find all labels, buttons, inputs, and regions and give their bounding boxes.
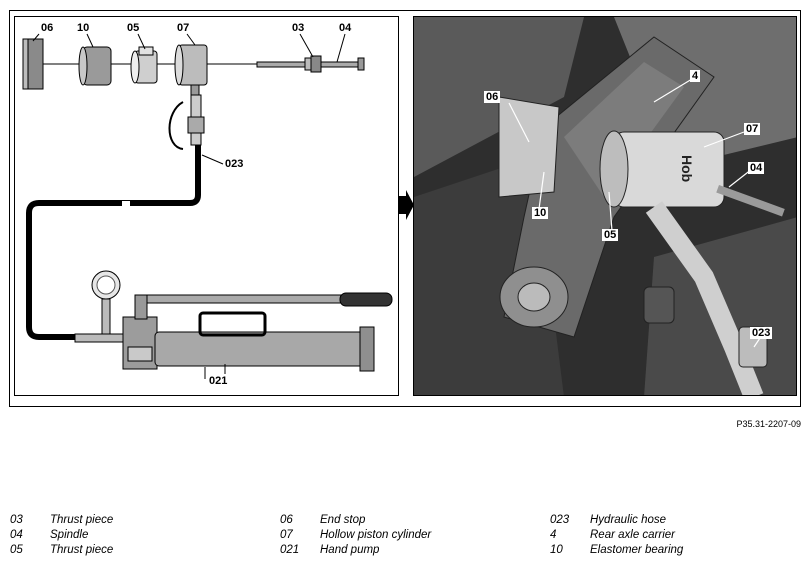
end-stop-part: [22, 38, 44, 90]
photo-label-4: 4: [690, 70, 701, 82]
legend-text: Spindle: [50, 529, 89, 541]
legend-code: 03: [10, 514, 23, 526]
label-05: 05: [127, 22, 140, 34]
legend-text: Thrust piece: [50, 544, 114, 556]
photo-label-06: 06: [484, 91, 501, 103]
hand-pump-part: [74, 270, 393, 379]
legend-text: Hydraulic hose: [590, 514, 667, 526]
photo-label-10: 10: [532, 207, 549, 219]
elastomer-bearing-part: [78, 46, 112, 86]
legend-text: Elastomer bearing: [590, 544, 684, 556]
exploded-view-panel: 06 10 05 07 03 04 023 021: [14, 16, 399, 396]
legend-code: 06: [280, 514, 293, 526]
legend-text: Hand pump: [320, 544, 380, 556]
label-03: 03: [292, 22, 305, 34]
legend-code: 07: [280, 529, 293, 541]
legend-text: Thrust piece: [50, 514, 114, 526]
label-10: 10: [77, 22, 90, 34]
installation-photo-panel: Hob 4 06 07 04 10 05 023: [413, 16, 797, 396]
legend-code: 4: [550, 529, 557, 541]
legend-code: 023: [550, 514, 570, 526]
label-021: 021: [209, 375, 228, 387]
legend-text: Hollow piston cylinder: [320, 529, 432, 541]
legend-code: 10: [550, 544, 563, 556]
label-04: 04: [339, 22, 352, 34]
label-06: 06: [41, 22, 54, 34]
hollow-piston-cylinder-part: [174, 44, 208, 96]
legend-code: 05: [10, 544, 23, 556]
legend-text: End stop: [320, 514, 366, 526]
right-arrow-icon: [398, 190, 414, 220]
cylinder-brand-text: Hob: [679, 155, 695, 182]
leader-lines: [32, 33, 346, 374]
installation-photo: Hob: [414, 17, 796, 395]
legend-code: 021: [280, 544, 300, 556]
photo-label-07: 07: [744, 123, 761, 135]
reference-code: P35.31-2207-09: [736, 419, 801, 429]
photo-label-023: 023: [750, 327, 773, 339]
photo-label-05: 05: [602, 229, 619, 241]
label-023: 023: [225, 158, 244, 170]
label-07: 07: [177, 22, 190, 34]
legend-code: 04: [10, 529, 23, 541]
exploded-view-drawing: [22, 33, 393, 379]
legend-text: Rear axle carrier: [590, 529, 675, 541]
thrust-piece-05-part: [130, 46, 158, 84]
spindle-part: [256, 55, 365, 73]
photo-label-04: 04: [748, 162, 765, 174]
hydraulic-hose: [26, 94, 205, 340]
